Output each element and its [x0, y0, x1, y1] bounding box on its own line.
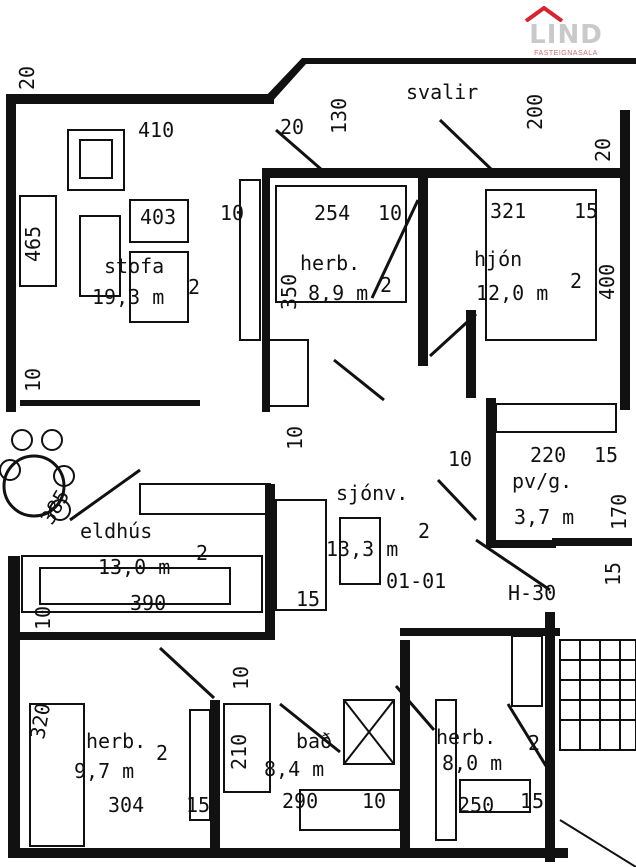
- dining-table: [0, 429, 75, 521]
- dim-label: 15: [520, 789, 544, 813]
- room-herb-left-area: 9,7 m: [74, 759, 134, 783]
- dim-label: 290: [282, 789, 318, 813]
- room-sjonv: sjónv.: [336, 481, 408, 505]
- room-stofa: stofa: [104, 254, 164, 278]
- exterior-walls: [6, 58, 636, 862]
- dim-label: 20: [280, 115, 304, 139]
- dim-label: 10: [229, 666, 253, 690]
- dim-label: 10: [31, 606, 55, 630]
- dim-label: 130: [327, 98, 351, 134]
- dim-label: 210: [227, 734, 251, 770]
- room-sjonv-area: 13,3 m: [326, 537, 398, 561]
- dim-label: 320: [25, 701, 55, 741]
- fixtures: [19, 129, 636, 867]
- dim-label: 15: [601, 562, 625, 586]
- dim-label: 403: [140, 205, 176, 229]
- herb-right-area-sup: 2: [528, 731, 540, 755]
- room-herb-right-area: 8,0 m: [442, 751, 502, 775]
- brand-logo: LIND FASTEIGNASALA: [516, 6, 616, 64]
- herb-left-area-sup: 2: [156, 741, 168, 765]
- house-roof-icon: [524, 6, 564, 22]
- door-swings: [69, 118, 551, 767]
- dim-label: 220: [530, 443, 566, 467]
- room-eldhus-area: 13,0 m: [98, 555, 170, 579]
- sjonv-area-sup: 2: [418, 519, 430, 543]
- room-stofa-area: 19,3 m: [92, 285, 164, 309]
- room-herb-right: herb.: [436, 725, 496, 749]
- interior-walls: [20, 168, 622, 850]
- room-bad-area: 8,4 m: [264, 757, 324, 781]
- dim-label: 385: [36, 485, 75, 528]
- brand-subtitle: FASTEIGNASALA: [534, 50, 598, 57]
- room-herb-left: herb.: [86, 729, 146, 753]
- hjon-area-sup: 2: [570, 269, 582, 293]
- dim-label: 15: [296, 587, 320, 611]
- dim-label: 20: [591, 138, 615, 162]
- dim-label: 10: [220, 201, 244, 225]
- room-herb-top-area: 8,9 m: [308, 281, 368, 305]
- dim-label: 410: [138, 118, 174, 142]
- dim-label: 15: [186, 793, 210, 817]
- dim-label: 400: [595, 264, 619, 300]
- brand-name: LIND: [529, 20, 603, 50]
- dim-label: 250: [458, 793, 494, 817]
- dim-label: 10: [362, 789, 386, 813]
- dim-label: 304: [108, 793, 144, 817]
- dim-label: 20: [15, 66, 39, 90]
- room-pvg: pv/g.: [512, 469, 572, 493]
- dim-label: 170: [607, 494, 631, 530]
- room-pvg-area: 3,7 m: [514, 505, 574, 529]
- dim-label: 15: [574, 199, 598, 223]
- dim-label: 10: [378, 201, 402, 225]
- dimension-labels: 20 410 403 465 10 10 130 20 200 20 254 1…: [15, 66, 631, 817]
- dim-label: 321: [490, 199, 526, 223]
- dim-label: 10: [283, 426, 307, 450]
- eldhus-area-sup: 2: [196, 541, 208, 565]
- room-svalir: svalir: [406, 80, 478, 104]
- room-eldhus: eldhús: [80, 519, 152, 543]
- dim-label: 10: [21, 368, 45, 392]
- stofa-area-sup: 2: [188, 275, 200, 299]
- herb-top-area-sup: 2: [380, 273, 392, 297]
- dim-label: 390: [130, 591, 166, 615]
- dim-label: 465: [21, 226, 45, 262]
- room-herb-top: herb.: [300, 251, 360, 275]
- room-hjon-area: 12,0 m: [476, 281, 548, 305]
- room-labels: svalir stofa 19,3 m 2 herb. 8,9 m 2 hjón…: [74, 80, 582, 783]
- dim-label: 200: [523, 94, 547, 130]
- apartment-id: 01-01: [386, 569, 446, 593]
- dim-label: 15: [594, 443, 618, 467]
- room-hjon: hjón: [474, 247, 522, 271]
- dim-label: H-30: [508, 581, 556, 605]
- room-bad: bað: [296, 729, 332, 753]
- dim-label: 350: [277, 274, 301, 310]
- dim-label: 10: [448, 447, 472, 471]
- dim-label: 254: [314, 201, 350, 225]
